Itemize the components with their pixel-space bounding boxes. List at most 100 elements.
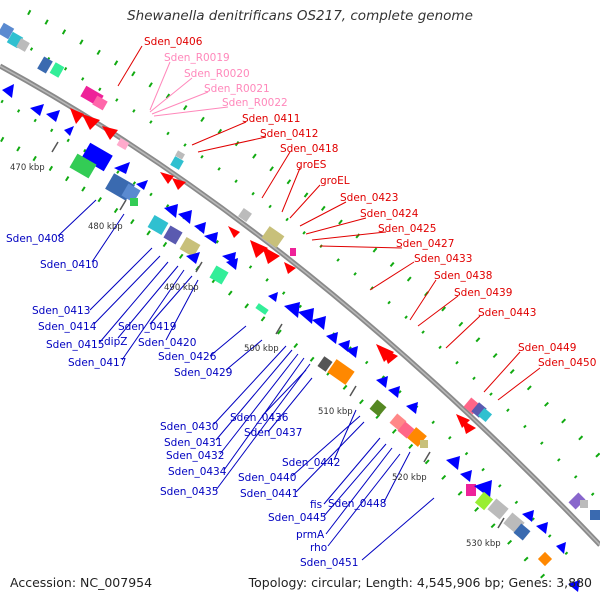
gene-label[interactable]: Sden_0438 [434, 270, 492, 282]
gene-arrow[interactable] [226, 258, 238, 270]
gene-feature[interactable] [49, 62, 65, 78]
gene-label[interactable]: rho [310, 542, 327, 554]
gene-arrow[interactable] [522, 510, 534, 522]
gene-label[interactable]: Sden_0414 [38, 321, 97, 333]
gene-feature[interactable] [420, 440, 428, 448]
gene-feature[interactable] [290, 248, 296, 256]
gene-arrow[interactable] [2, 84, 14, 98]
gene-label[interactable]: Sden_0429 [174, 367, 232, 379]
gene-arrow[interactable] [284, 302, 300, 318]
gene-label[interactable]: Sden_0425 [378, 223, 436, 235]
gene-label[interactable]: Sden_0435 [160, 486, 218, 498]
gene-arrow[interactable] [136, 180, 148, 190]
gene-arrow[interactable] [172, 178, 186, 190]
gene-arrow[interactable] [250, 240, 268, 258]
gene-label[interactable]: Sden_0445 [268, 512, 326, 524]
gene-feature[interactable] [116, 138, 130, 150]
gene-arrow[interactable] [376, 376, 388, 388]
gene-feature[interactable] [170, 156, 184, 170]
gene-feature[interactable] [209, 265, 229, 285]
gene-arrow[interactable] [178, 210, 192, 224]
gene-feature[interactable] [92, 95, 108, 111]
gene-feature[interactable] [147, 214, 169, 236]
gene-feature[interactable] [121, 183, 141, 203]
gene-label[interactable]: Sden_0413 [32, 305, 90, 317]
rna-label[interactable]: Sden_R0020 [184, 68, 250, 80]
gene-arrow[interactable] [46, 110, 60, 122]
gene-label[interactable]: groES [296, 159, 327, 171]
gene-arrow[interactable] [446, 456, 460, 470]
gene-label[interactable]: Sden_0420 [138, 337, 196, 349]
gene-arrow[interactable] [204, 232, 218, 244]
gene-label[interactable]: Sden_0412 [260, 128, 318, 140]
gene-feature[interactable] [471, 402, 487, 418]
gene-arrow[interactable] [228, 226, 240, 238]
gene-feature[interactable] [369, 399, 387, 417]
gene-arrow[interactable] [312, 316, 326, 330]
gene-label[interactable]: Sden_0436 [230, 412, 289, 424]
gene-label[interactable]: groEL [320, 175, 350, 187]
gene-feature[interactable] [513, 523, 531, 541]
gene-label[interactable]: Sden_0411 [242, 113, 300, 125]
gene-label[interactable]: Sden_0424 [360, 208, 419, 220]
gene-arrow[interactable] [388, 386, 400, 398]
gene-arrow[interactable] [338, 340, 350, 352]
gene-feature[interactable] [590, 510, 600, 520]
gene-arrow[interactable] [326, 332, 338, 344]
gene-label[interactable]: fis [310, 499, 322, 511]
gene-arrow[interactable] [406, 402, 418, 414]
gene-arrow[interactable] [536, 522, 548, 534]
gene-arrow[interactable] [64, 126, 74, 136]
gene-arrow[interactable] [186, 252, 200, 264]
gene-label[interactable]: Sden_0450 [538, 357, 596, 369]
gene-label[interactable]: Sden_0441 [240, 488, 298, 500]
gene-arrow[interactable] [474, 480, 492, 498]
gene-label[interactable]: Sden_0418 [280, 143, 338, 155]
gene-feature[interactable] [175, 150, 185, 160]
gene-feature[interactable] [487, 498, 509, 520]
gene-arrow[interactable] [164, 204, 178, 218]
gene-feature[interactable] [261, 226, 285, 248]
gene-label[interactable]: Sden_0431 [164, 437, 222, 449]
gene-feature[interactable] [580, 500, 588, 508]
gene-feature[interactable] [537, 551, 553, 567]
gene-arrow[interactable] [70, 108, 84, 124]
gene-label[interactable]: Sden_0415 [46, 339, 104, 351]
gene-label[interactable]: Sden_0448 [328, 498, 386, 510]
gene-feature[interactable] [238, 208, 252, 222]
gene-feature[interactable] [163, 225, 183, 245]
gene-label[interactable]: Sden_0406 [144, 36, 203, 48]
gene-feature[interactable] [37, 56, 53, 74]
gene-feature[interactable] [317, 356, 333, 372]
gene-label[interactable]: dipZ [104, 336, 127, 348]
gene-label[interactable]: Sden_0434 [168, 466, 227, 478]
gene-arrow[interactable] [382, 348, 398, 364]
rna-label[interactable]: Sden_R0022 [222, 97, 288, 109]
gene-label[interactable]: Sden_0442 [282, 457, 340, 469]
gene-arrow[interactable] [346, 346, 358, 358]
gene-feature[interactable] [69, 153, 97, 179]
gene-arrow[interactable] [568, 580, 580, 592]
gene-arrow[interactable] [262, 246, 280, 264]
gene-label[interactable]: Sden_0443 [478, 307, 536, 319]
gene-label[interactable]: Sden_0427 [396, 238, 454, 250]
rna-label[interactable]: Sden_R0021 [204, 83, 270, 95]
gene-label[interactable]: Sden_0432 [166, 450, 224, 462]
gene-label[interactable]: Sden_0449 [518, 342, 576, 354]
gene-arrow[interactable] [284, 262, 296, 274]
gene-feature[interactable] [81, 142, 113, 172]
gene-feature[interactable] [327, 359, 355, 385]
gene-label[interactable]: Sden_0433 [414, 253, 472, 265]
gene-arrow[interactable] [268, 292, 278, 302]
gene-arrow[interactable] [194, 222, 206, 234]
gene-label[interactable]: Sden_0440 [238, 472, 296, 484]
gene-feature[interactable] [16, 38, 30, 52]
gene-label[interactable]: Sden_0423 [340, 192, 398, 204]
gene-label[interactable]: Sden_0419 [118, 321, 176, 333]
gene-feature[interactable] [179, 236, 201, 258]
gene-arrow[interactable] [298, 308, 314, 324]
gene-feature[interactable] [568, 492, 586, 510]
rna-label[interactable]: Sden_R0019 [164, 52, 230, 64]
gene-arrow[interactable] [556, 542, 566, 554]
gene-label[interactable]: prmA [296, 529, 325, 541]
